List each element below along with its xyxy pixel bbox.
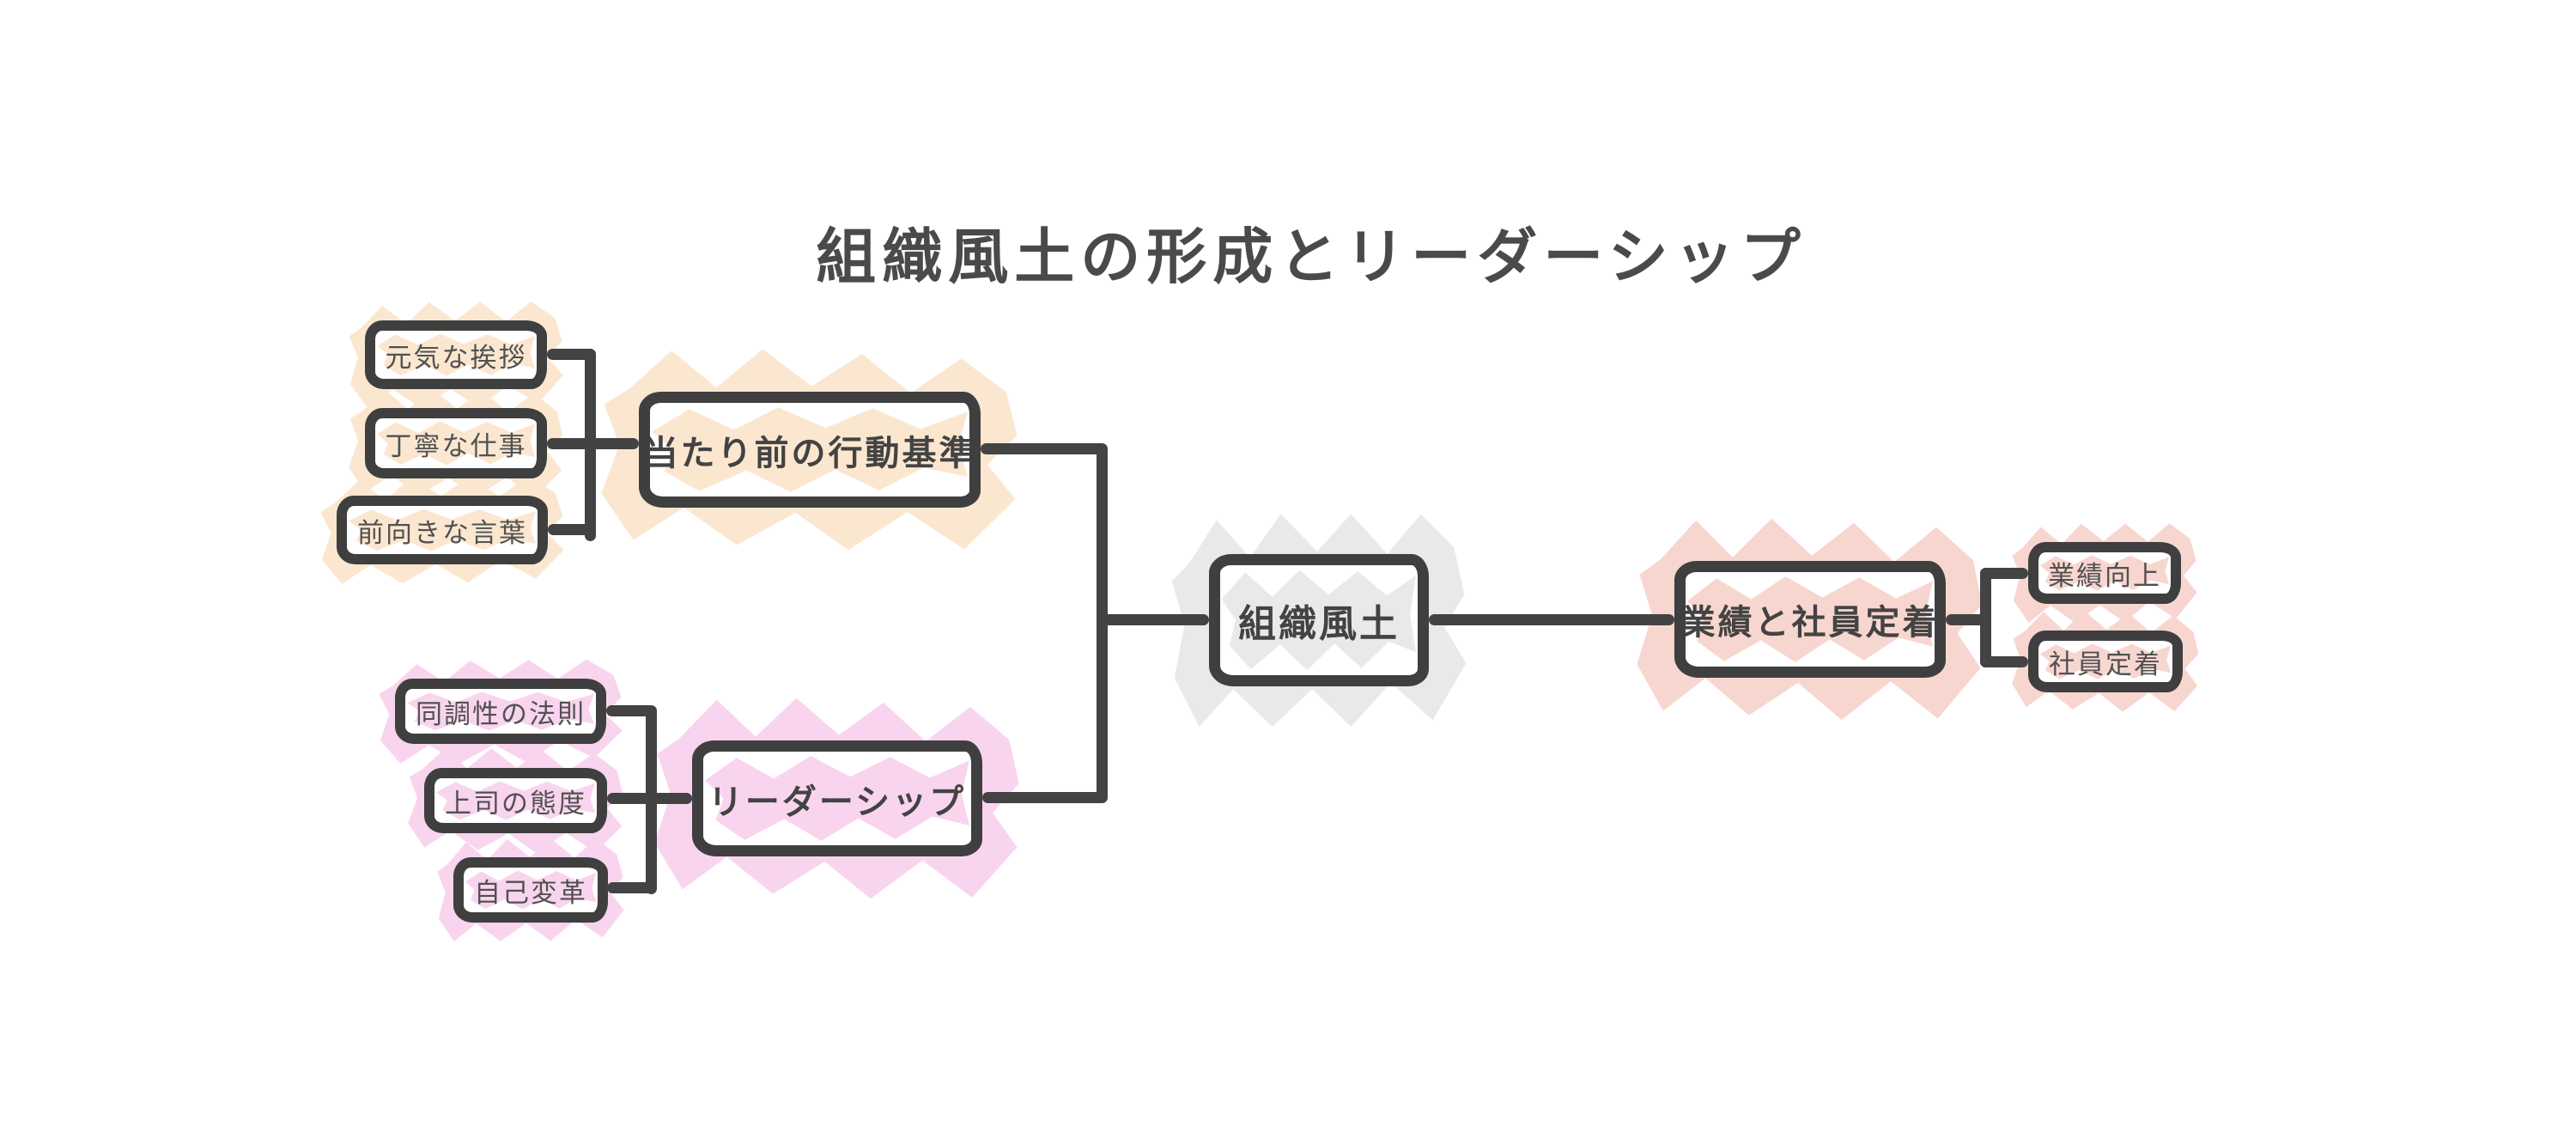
diagram-title: 組織風土の形成とリーダーシップ xyxy=(816,223,1807,290)
node-atarimae-no-kodo-kijun[interactable]: 当たり前の行動基準 xyxy=(639,392,981,508)
node-label: 業績と社員定着 xyxy=(1680,604,1940,642)
connector-groupB-stub-top xyxy=(606,705,656,716)
connector-groupA-stub-bottom xyxy=(548,524,596,535)
node-shain-teichaku[interactable]: 社員定着 xyxy=(2028,631,2183,692)
node-soshiki-fudo[interactable]: 組織風土 xyxy=(1209,554,1429,686)
node-jiko-henkaku[interactable]: 自己変革 xyxy=(453,857,608,923)
node-dochosei-no-hosoku[interactable]: 同調性の法則 xyxy=(395,679,606,744)
node-label: 社員定着 xyxy=(2049,649,2162,679)
connector-right-vertical xyxy=(1980,568,1991,667)
node-gyoseki-kojo[interactable]: 業績向上 xyxy=(2028,542,2181,604)
node-label: 組織風土 xyxy=(1238,603,1400,645)
node-label: 丁寧な仕事 xyxy=(385,430,527,461)
connector-groupB-stub-bottom xyxy=(607,882,656,893)
node-label: 当たり前の行動基準 xyxy=(643,434,976,472)
connector-groupA-stub-middle xyxy=(547,438,639,449)
connector-center-branch-bottom xyxy=(982,792,1107,803)
node-teinei-na-shigoto[interactable]: 丁寧な仕事 xyxy=(365,408,547,478)
node-label: 業績向上 xyxy=(2048,560,2161,591)
node-genki-na-aisatsu[interactable]: 元気な挨拶 xyxy=(365,320,547,389)
connector-hub-to-outcome xyxy=(1429,614,1674,625)
connector-groupA-stub-top xyxy=(547,349,596,360)
node-label: リーダーシップ xyxy=(708,783,967,821)
node-label: 上司の態度 xyxy=(445,788,586,819)
connector-right-stub xyxy=(1946,614,1990,625)
connector-groupB-stub-middle xyxy=(607,793,692,804)
node-label: 元気な挨拶 xyxy=(385,342,527,373)
connector-center-branch-top xyxy=(981,443,1107,454)
node-label: 同調性の法則 xyxy=(416,698,586,729)
connector-right-stub-top xyxy=(1980,568,2028,579)
node-label: 前向きな言葉 xyxy=(357,517,527,548)
node-joshi-no-taido[interactable]: 上司の態度 xyxy=(424,768,607,833)
connector-right-stub-bottom xyxy=(1980,656,2028,667)
node-label: 自己変革 xyxy=(474,877,587,908)
node-gyoseki-to-shain-teichaku[interactable]: 業績と社員定着 xyxy=(1674,561,1946,678)
node-leadership[interactable]: リーダーシップ xyxy=(692,740,982,856)
connector-center-to-hub xyxy=(1102,614,1209,625)
node-maemuki-na-kotoba[interactable]: 前向きな言葉 xyxy=(337,496,548,564)
